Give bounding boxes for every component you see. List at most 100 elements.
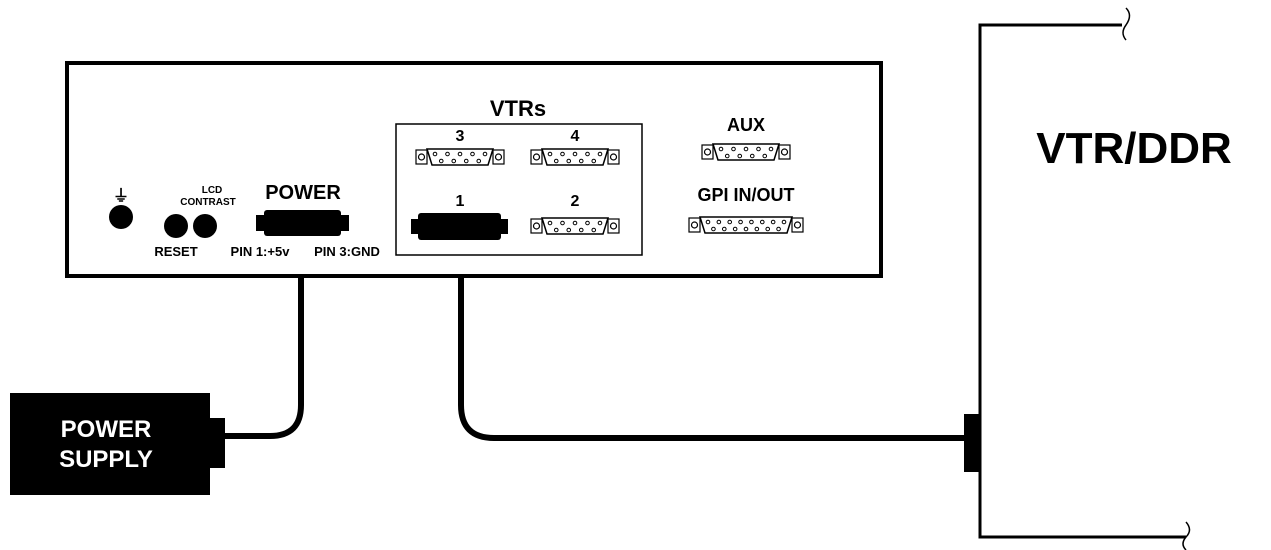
vtr-port-label-2: 2 xyxy=(571,193,580,210)
pin xyxy=(572,220,578,226)
pin xyxy=(781,219,787,225)
screw-hole xyxy=(609,222,618,230)
lcd-contrast-knob[interactable] xyxy=(193,214,217,238)
aux-port[interactable] xyxy=(701,143,791,161)
pin xyxy=(768,146,774,152)
vtr-ddr-title: VTR/DDR xyxy=(1036,124,1232,173)
reset-button[interactable] xyxy=(164,214,188,238)
pin xyxy=(578,158,584,164)
pin xyxy=(560,220,565,226)
pin xyxy=(749,219,754,225)
connector-shell xyxy=(540,217,610,235)
gpi-port[interactable] xyxy=(688,216,804,234)
pin xyxy=(759,219,765,225)
pin xyxy=(743,146,749,152)
pin xyxy=(738,219,743,225)
vtr-port-4[interactable] xyxy=(530,148,620,166)
aux-label: AUX xyxy=(727,115,765,135)
pin xyxy=(724,153,730,159)
pin xyxy=(572,151,578,157)
pin xyxy=(463,158,469,164)
pin xyxy=(553,227,559,233)
pin xyxy=(716,219,722,225)
pin xyxy=(731,146,736,152)
vtr-port-label-1: 1 xyxy=(456,193,465,210)
screw-hole xyxy=(609,153,618,161)
controller-panel xyxy=(65,61,883,278)
screw-hole xyxy=(703,148,712,156)
reset-label: RESET xyxy=(154,244,197,259)
screw-hole xyxy=(494,153,503,161)
pin xyxy=(585,220,590,226)
pin xyxy=(732,226,738,232)
pin xyxy=(482,151,488,157)
pin xyxy=(727,219,733,225)
vtr-ddr-port[interactable] xyxy=(964,414,980,472)
pin xyxy=(566,227,572,233)
break-mark-bottom xyxy=(1182,521,1191,550)
pin xyxy=(553,158,559,164)
power-supply xyxy=(10,393,225,495)
power-label: POWER xyxy=(265,182,341,204)
pin xyxy=(476,158,482,164)
pin xyxy=(754,226,760,232)
pin xyxy=(591,158,597,164)
lcd-label-line2: CONTRAST xyxy=(180,197,236,208)
power-supply-label-line2: SUPPLY xyxy=(59,446,153,473)
connector-shell xyxy=(540,148,610,166)
pin xyxy=(765,226,771,232)
connector-shell xyxy=(698,216,794,234)
pin3-label: PIN 3:GND xyxy=(314,244,380,259)
screw-hole xyxy=(532,153,541,161)
vtr-port-1-connected-plug[interactable] xyxy=(411,213,508,240)
pin xyxy=(705,219,711,225)
vtr-port-label-4: 4 xyxy=(571,128,580,145)
pin xyxy=(591,227,597,233)
pin xyxy=(756,146,761,152)
pin xyxy=(743,226,749,232)
pin xyxy=(721,226,727,232)
vtr-port-3[interactable] xyxy=(415,148,505,166)
pin xyxy=(762,153,768,159)
screw-hole xyxy=(780,148,789,156)
pin xyxy=(560,151,565,157)
pin xyxy=(749,153,755,159)
vtrs-title: VTRs xyxy=(490,96,546,121)
power-connector[interactable] xyxy=(256,210,349,236)
screw-hole xyxy=(417,153,426,161)
gpi-label: GPI IN/OUT xyxy=(697,185,794,205)
connector-shell xyxy=(711,143,781,161)
pin xyxy=(578,227,584,233)
pin xyxy=(711,226,716,232)
screw-hole xyxy=(532,222,541,230)
pin xyxy=(597,151,603,157)
pin xyxy=(547,220,553,226)
vtr-ddr-device-outline xyxy=(978,23,1186,539)
break-mark-top xyxy=(1122,7,1131,41)
connector-shell xyxy=(425,148,495,166)
pin xyxy=(718,146,724,152)
pin xyxy=(597,220,603,226)
vtr-cable xyxy=(458,236,966,441)
pin xyxy=(445,151,450,157)
power-supply-label-line1: POWER xyxy=(61,416,152,443)
pin xyxy=(451,158,457,164)
screw-hole xyxy=(793,221,802,229)
vtr-port-label-3: 3 xyxy=(456,128,465,145)
pin xyxy=(566,158,572,164)
pin xyxy=(470,151,475,157)
vtr-port-2[interactable] xyxy=(530,217,620,235)
screw-hole xyxy=(690,221,699,229)
power-cable xyxy=(222,236,304,439)
ground-icon: ⏚ xyxy=(113,187,129,205)
vtrs-group-box xyxy=(395,123,643,256)
pin xyxy=(776,226,781,232)
pin xyxy=(457,151,463,157)
pin1-label: PIN 1:+5v xyxy=(231,244,291,259)
pin xyxy=(547,151,553,157)
ground-terminal[interactable] xyxy=(109,205,133,229)
pin xyxy=(770,219,776,225)
lcd-label-line1: LCD xyxy=(202,185,223,196)
pin xyxy=(737,153,743,159)
